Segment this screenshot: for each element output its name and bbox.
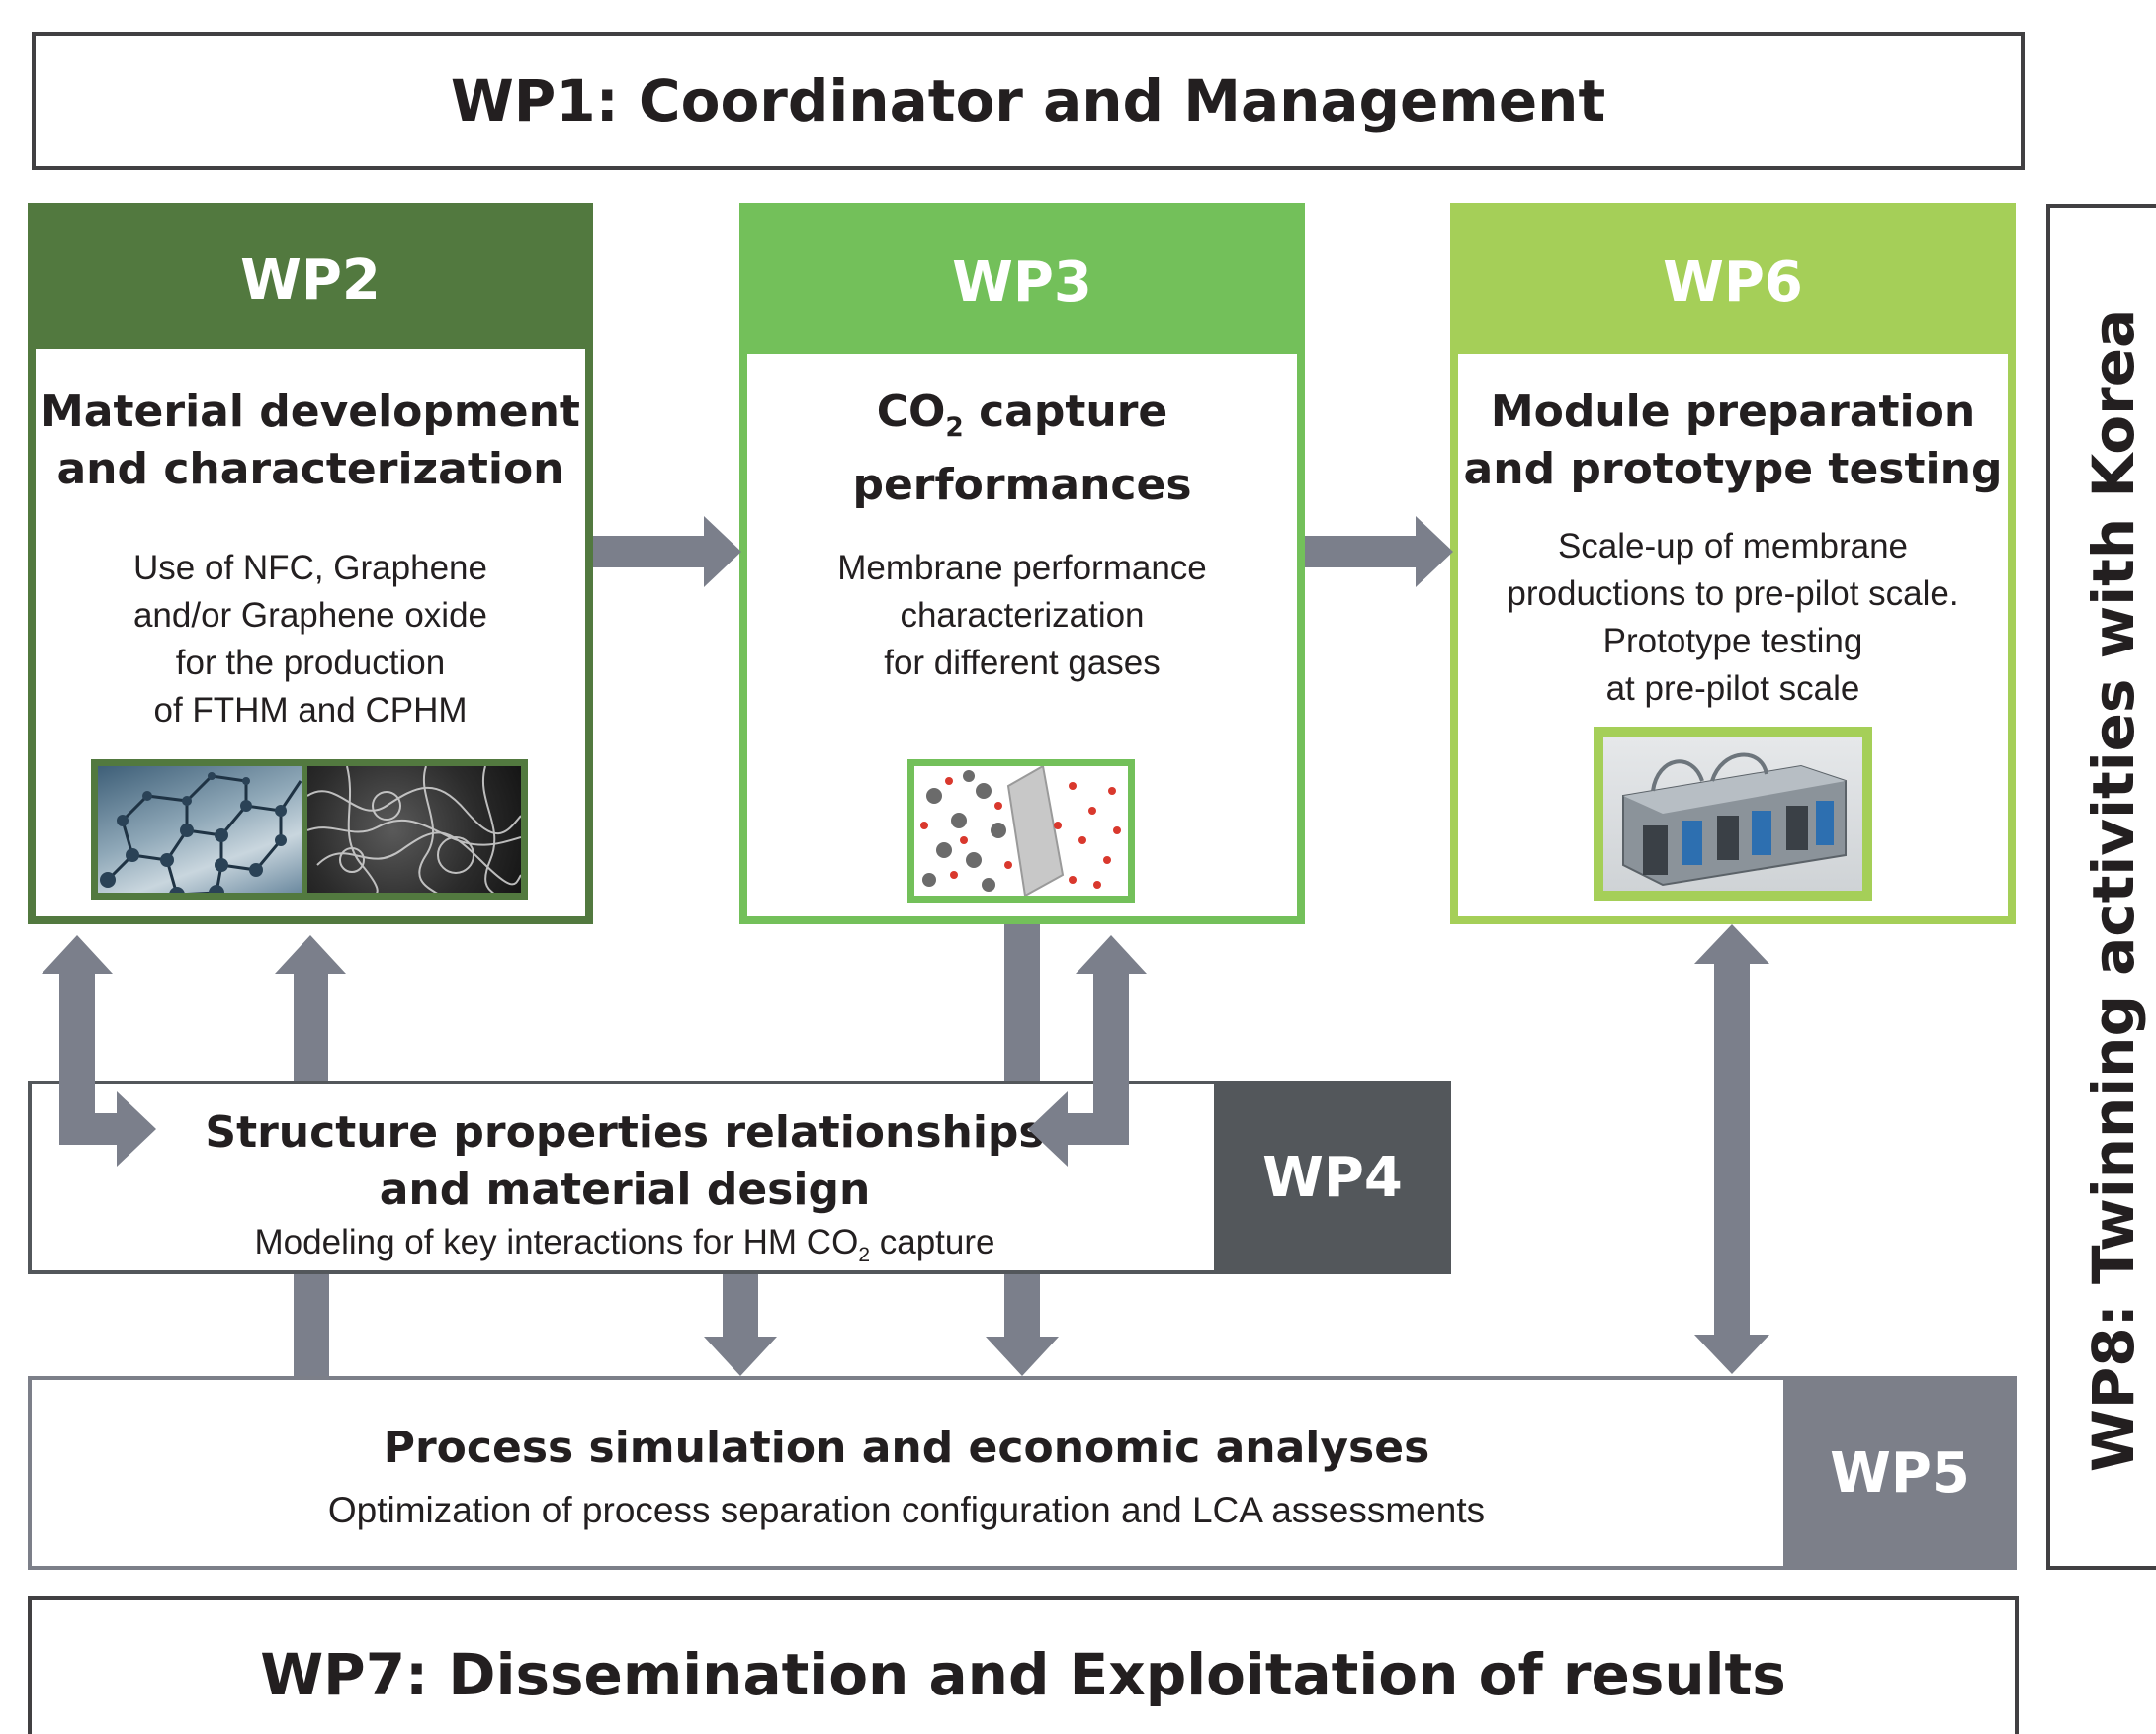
wp4-desc: Modeling of key interactions for HM CO2 …	[32, 1219, 1218, 1279]
wp1-box: WP1: Coordinator and Management	[32, 32, 2025, 170]
wp2-desc-line: for the production	[175, 644, 446, 682]
arrow-wp2-wp4-elbow	[42, 935, 156, 1167]
arrow-wp3-wp4-elbow	[1028, 935, 1147, 1167]
wp2-header: WP2	[36, 211, 585, 349]
wp3-title-co: CO	[876, 387, 946, 437]
wp6-desc-line: Prototype testing	[1602, 622, 1863, 660]
wp4-label-block: WP4	[1214, 1081, 1451, 1274]
arrow-wp4-to-wp5-a	[704, 1274, 777, 1376]
wp8-box: WP8: Twinning activities with Korea	[2046, 204, 2156, 1570]
wp3-title-rest: capture	[963, 387, 1168, 437]
arrow-wp4-to-wp5-b	[986, 1274, 1059, 1376]
wp6-title-line2: and prototype testing	[1463, 444, 2003, 494]
wp3-desc-line: for different gases	[884, 644, 1161, 682]
wp6-label: WP6	[1663, 250, 1803, 314]
nanofiber-image	[304, 759, 528, 900]
wp7-box: WP7: Dissemination and Exploitation of r…	[28, 1596, 2019, 1734]
prototype-machine-image	[1594, 727, 1872, 901]
wp2-label: WP2	[240, 247, 381, 312]
arrow-wp6-wp5-double	[1694, 924, 1769, 1374]
wp3-label: WP3	[952, 250, 1092, 314]
wp4-desc-sub: 2	[858, 1244, 870, 1266]
wp5-label-block: WP5	[1783, 1376, 2017, 1570]
wp2-title-line2: and characterization	[56, 444, 564, 494]
wp4-title-line2: and material design	[379, 1165, 871, 1215]
wp5-title: Process simulation and economic analyses	[383, 1423, 1430, 1473]
wp6-title-line1: Module preparation	[1490, 387, 1976, 437]
wp5-desc: Optimization of process separation confi…	[327, 1490, 1486, 1530]
membrane-image	[907, 759, 1135, 903]
arrow-wp2-to-wp3	[593, 516, 741, 587]
wp3-desc-line: characterization	[900, 596, 1145, 635]
wp2-desc-line: and/or Graphene oxide	[132, 596, 488, 635]
wp4-desc-pre: Modeling of key interactions for HM CO	[254, 1223, 859, 1261]
wp3-header: WP3	[747, 211, 1297, 354]
wp3-desc-line: Membrane performance	[837, 549, 1207, 587]
wp6-desc-line: at pre-pilot scale	[1605, 669, 1860, 708]
wp3-box: WP3 CO2 capture performances Membrane pe…	[739, 203, 1305, 924]
wp4-title-line1: Structure properties relationships	[205, 1107, 1045, 1158]
wp6-desc-line: productions to pre-pilot scale.	[1507, 574, 1959, 613]
graphene-image	[91, 759, 304, 900]
wp5-label: WP5	[1830, 1440, 1970, 1506]
wp4-label: WP4	[1262, 1145, 1403, 1210]
wp3-title-line1: CO2 capture	[747, 384, 1297, 457]
wp5-box: Process simulation and economic analyses…	[28, 1376, 2017, 1570]
wp6-desc-line: Scale-up of membrane	[1557, 527, 1909, 565]
wp2-desc-line: Use of NFC, Graphene	[133, 549, 487, 587]
wp3-title-sub: 2	[945, 411, 964, 443]
wp2-title-line1: Material development	[41, 387, 580, 437]
wp3-title-line2: performances	[852, 459, 1192, 510]
wp4-desc-post: capture	[870, 1223, 995, 1261]
wp6-header: WP6	[1458, 211, 2008, 354]
wp1-label: WP1: Coordinator and Management	[450, 67, 1606, 134]
arrow-wp3-to-wp4-stem	[1004, 924, 1040, 1081]
wp2-desc-line: of FTHM and CPHM	[153, 691, 468, 730]
wp7-label: WP7: Dissemination and Exploitation of r…	[260, 1641, 1786, 1708]
arrow-wp4-to-wp2	[275, 935, 346, 1081]
arrow-wp3-to-wp6	[1305, 516, 1453, 587]
connector-wp4-wp5-left	[294, 1274, 329, 1376]
